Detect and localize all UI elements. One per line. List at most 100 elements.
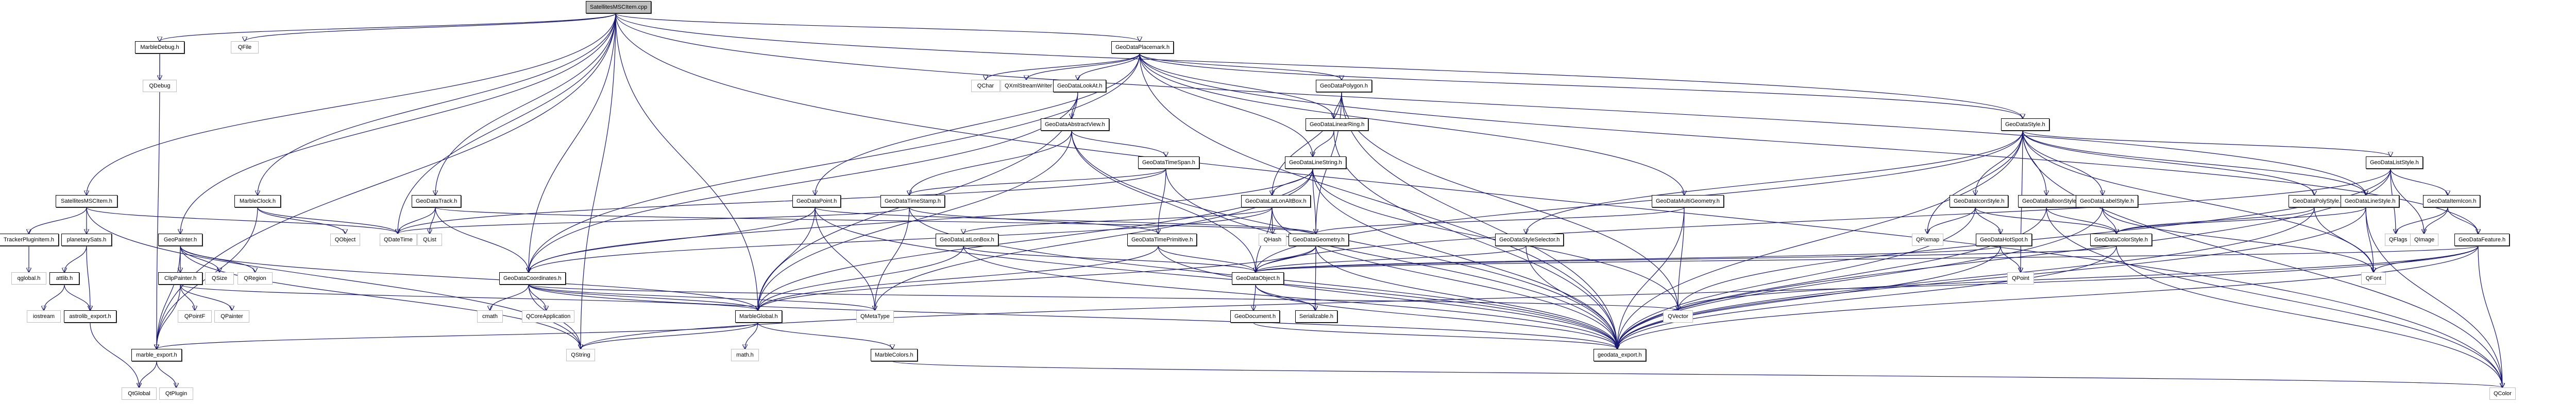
edge-marbleglobal-to-marblecolors [757, 322, 892, 349]
node-qpoint[interactable]: QPoint [2007, 272, 2034, 285]
node-qhash[interactable]: QHash [1259, 234, 1286, 246]
edge-geodatahotspot-to-geodataobject [1256, 245, 2001, 272]
node-qpixmap[interactable]: QPixmap [1912, 234, 1944, 246]
node-planetarysats[interactable]: planetarySats.h [61, 234, 112, 246]
node-geodatalookat[interactable]: GeoDataLookAt.h [1053, 80, 1107, 92]
edge-geodatalatlonbox-to-geodataobject [963, 245, 1256, 272]
node-qcoreapplication[interactable]: QCoreApplication [522, 310, 575, 323]
node-qdatetime[interactable]: QDateTime [380, 234, 417, 246]
edge-root-to-geodatalinestyle [615, 13, 2366, 195]
node-qfile[interactable]: QFile [231, 41, 259, 54]
node-qtplugin[interactable]: QtPlugin [159, 387, 193, 400]
node-geodatageometry[interactable]: GeoDataGeometry.h [1289, 234, 1349, 246]
node-geodatastyle[interactable]: GeoDataStyle.h [2001, 118, 2049, 131]
node-geodataballoonstyle[interactable]: GeoDataBalloonStyle.h [2018, 195, 2086, 207]
node-geodatatimeprimitive[interactable]: GeoDataTimePrimitive.h [1127, 234, 1197, 246]
node-trackerpluginitem[interactable]: TrackerPluginItem.h [0, 234, 59, 246]
edge-geodatatimespan-to-geodatatimeprimitive [1158, 168, 1166, 234]
node-qstring[interactable]: QString [566, 349, 595, 361]
node-marbledebug[interactable]: MarbleDebug.h [135, 41, 184, 54]
edge-root-to-satellitesmscitemh [87, 13, 616, 195]
node-geodataobject[interactable]: GeoDataObject.h [1232, 272, 1284, 285]
node-qpointf[interactable]: QPointF [178, 310, 212, 323]
node-geodatatimespan[interactable]: GeoDataTimeSpan.h [1138, 156, 1199, 169]
node-marble-export[interactable]: marble_export.h [131, 349, 182, 361]
node-geodataitemicon[interactable]: GeoDataItemIcon.h [2423, 195, 2481, 207]
edge-root-to-marble_export [157, 13, 616, 349]
node-qchar[interactable]: QChar [971, 80, 1000, 92]
node-qmetatype[interactable]: QMetaType [856, 310, 894, 323]
edge-geodatageometry-to-marbleglobal [758, 245, 1316, 310]
node-attlib[interactable]: attlib.h [49, 272, 79, 285]
edge-geodatapoint-to-qmetatype [815, 207, 875, 310]
node-geodatacoordinates[interactable]: GeoDataCoordinates.h [499, 272, 566, 285]
node-geodataliststyle[interactable]: GeoDataListStyle.h [2366, 156, 2423, 169]
edge-geodataplacemark-to-geodata_export [1139, 53, 1617, 349]
node-geodatafeature[interactable]: GeoDataFeature.h [2454, 234, 2510, 246]
node-geodatapoint[interactable]: GeoDataPoint.h [792, 195, 841, 207]
node-cmath[interactable]: cmath [477, 310, 503, 323]
node-geodatapolygon[interactable]: GeoDataPolygon.h [1316, 80, 1372, 92]
node-qflags[interactable]: QFlags [2385, 234, 2412, 246]
node-clippainter[interactable]: ClipPainter.h [158, 272, 202, 285]
node-geodatacolorstyle[interactable]: GeoDataColorStyle.h [2090, 234, 2152, 246]
node-geodatapolystyle[interactable]: GeoDataPolyStyle.h [2289, 195, 2348, 207]
edge-marbleglobal-to-qstring [581, 322, 758, 349]
node-qfont[interactable]: QFont [2361, 272, 2386, 285]
edge-geopainter-to-marble_export [157, 245, 181, 349]
node-geodatamultigeometry[interactable]: GeoDataMultiGeometry.h [1652, 195, 1724, 207]
node-marbleclock[interactable]: MarbleClock.h [234, 195, 281, 207]
node-qglobal[interactable]: qglobal.h [11, 272, 46, 285]
node-astrolib-export[interactable]: astrolib_export.h [64, 310, 116, 323]
edge-clippainter-to-marble_export [157, 284, 181, 349]
node-qvector[interactable]: QVector [1663, 310, 1693, 323]
edge-geodatastyle-to-geodatalabelstyle [2022, 130, 2103, 195]
node-root[interactable]: SatellitesMSCItem.cpp [586, 1, 652, 13]
node-satellitesmscitemh[interactable]: SatellitesMSCItem.h [56, 195, 117, 207]
node-marbleglobal[interactable]: MarbleGlobal.h [735, 310, 782, 323]
node-geodatalinearring[interactable]: GeoDataLinearRing.h [1306, 118, 1369, 131]
node-geodatalatlonbox[interactable]: GeoDataLatLonBox.h [936, 234, 998, 246]
node-geodatatimestamp[interactable]: GeoDataTimeStamp.h [880, 195, 945, 207]
edge-geodatalookat-to-geodataabstractview [1072, 92, 1078, 118]
node-qobject[interactable]: QObject [330, 234, 360, 246]
edge-geodatacolorstyle-to-qcolor [2116, 245, 2502, 387]
node-qsize[interactable]: QSize [205, 272, 234, 285]
node-qlist[interactable]: QList [417, 234, 442, 246]
node-qxmlstreamwriter[interactable]: QXmlStreamWriter [1001, 80, 1057, 92]
node-math[interactable]: math.h [731, 349, 759, 361]
node-geodatalinestring[interactable]: GeoDataLineString.h [1285, 156, 1346, 169]
node-geodatastyleselector[interactable]: GeoDataStyleSelector.h [1495, 234, 1564, 246]
node-qimage[interactable]: QImage [2410, 234, 2439, 246]
edge-geodatacoordinates-to-cmath [490, 284, 529, 310]
edge-root-to-marbleclock [258, 13, 616, 195]
node-qregion[interactable]: QRegion [238, 272, 273, 285]
node-geodatalatlonaltbox[interactable]: GeoDataLatLonAltBox.h [1241, 195, 1311, 207]
node-iostream[interactable]: iostream [27, 310, 61, 323]
edge-geodatapolystyle-to-geodatacolorstyle [2116, 207, 2315, 234]
node-geodatalinestyle[interactable]: GeoDataLineStyle.h [2341, 195, 2400, 207]
edge-root-to-qdatetime [398, 13, 616, 234]
edge-geodatalatlonaltbox-to-geodatacoordinates [529, 207, 1273, 272]
node-geopainter[interactable]: GeoPainter.h [158, 234, 202, 246]
node-qdebug[interactable]: QDebug [143, 80, 177, 92]
node-geodataplacemark[interactable]: GeoDataPlacemark.h [1111, 41, 1174, 54]
edge-geodocument-to-geodata_export [1253, 322, 1617, 349]
node-serializable[interactable]: Serializable.h [1295, 310, 1338, 323]
edge-clippainter-to-qpointf [180, 284, 195, 310]
node-geodocument[interactable]: GeoDocument.h [1230, 310, 1280, 323]
edge-geodatafeature-to-geodataobject [1256, 245, 2479, 272]
node-geodataabstractview[interactable]: GeoDataAbstractView.h [1041, 118, 1109, 131]
node-geodataiconstyle[interactable]: GeoDataIconStyle.h [1950, 195, 2009, 207]
node-marblecolors[interactable]: MarbleColors.h [871, 349, 918, 361]
edge-geopainter-to-qstring [180, 245, 581, 349]
edge-marblecolors-to-qcolor [892, 361, 2502, 387]
node-qpainter[interactable]: QPainter [214, 310, 249, 323]
node-geodatalabelstyle[interactable]: GeoDataLabelStyle.h [2076, 195, 2138, 207]
node-qtglobal[interactable]: QtGlobal [122, 387, 157, 400]
edge-root-to-geodatatrack [435, 13, 616, 195]
node-geodatahotspot[interactable]: GeoDataHotSpot.h [1976, 234, 2032, 246]
node-geodatatrack[interactable]: GeoDataTrack.h [412, 195, 462, 207]
node-qcolor[interactable]: QColor [2489, 387, 2516, 400]
node-geodata-export[interactable]: geodata_export.h [1594, 349, 1646, 361]
